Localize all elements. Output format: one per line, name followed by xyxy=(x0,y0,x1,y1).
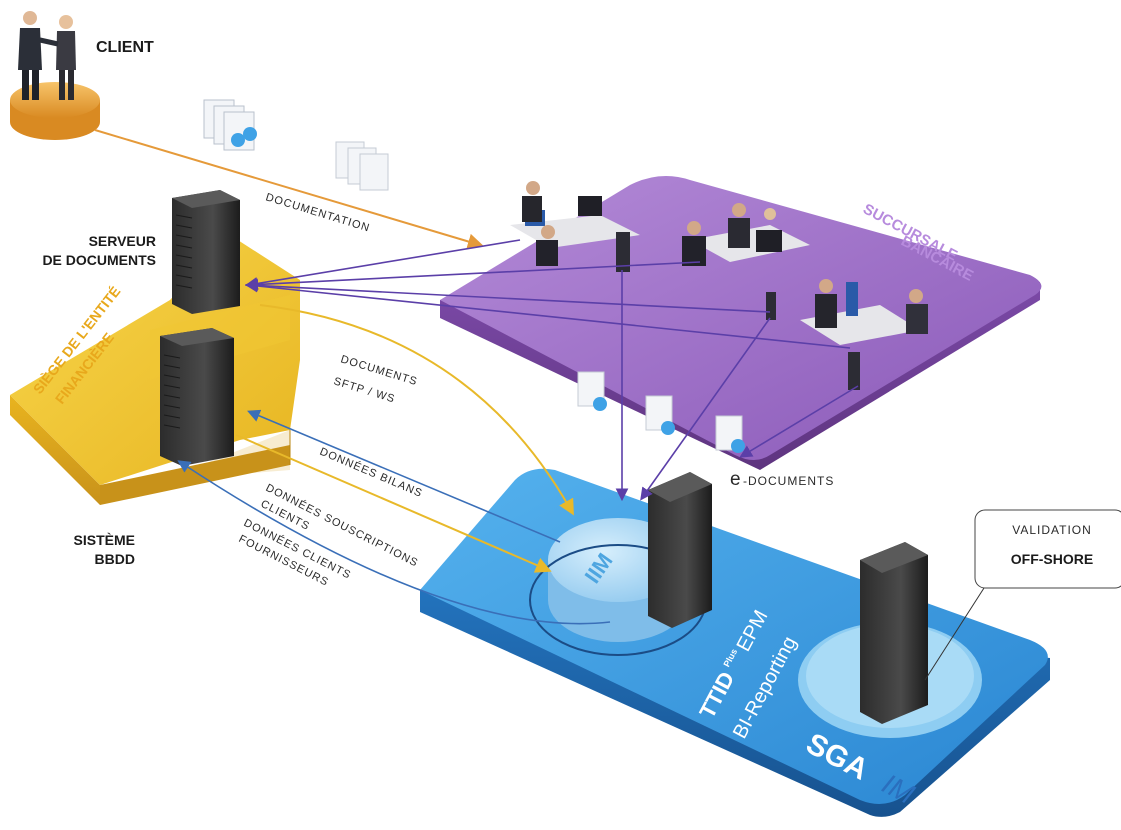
client-people-icon xyxy=(18,11,76,100)
e-documents-label: -DOCUMENTS xyxy=(743,474,834,488)
systeme-label-line2: BBDD xyxy=(95,551,135,567)
sftp-ws-label: SFTP / WS xyxy=(332,375,397,405)
serveur-label-line1: SERVEUR xyxy=(89,233,156,249)
systeme-label-line1: SISTÈME xyxy=(74,532,135,548)
documentation-label: DOCUMENTATION xyxy=(264,191,371,234)
e-document-icon xyxy=(645,395,675,435)
iim-server-icon xyxy=(648,472,712,628)
clients-fournisseurs-arrow xyxy=(177,460,611,625)
documents-sftp-arrow xyxy=(259,304,574,516)
client-label: CLIENT xyxy=(96,39,154,56)
validation-label: VALIDATION xyxy=(1012,523,1092,537)
e-documents-prefix: e xyxy=(730,469,741,490)
documentation-arrow xyxy=(94,129,484,250)
database-server-icon xyxy=(160,328,234,466)
offshore-server-icon xyxy=(860,542,928,724)
branch-to-server-arrows xyxy=(244,239,851,349)
bilans-arrow xyxy=(247,409,561,543)
office-desk-icon xyxy=(510,181,640,272)
serveur-label-line2: DE DOCUMENTS xyxy=(42,252,156,268)
e-document-icon xyxy=(577,371,607,411)
office-desk-icon xyxy=(682,203,810,266)
branch-to-iim-arrows xyxy=(615,270,859,502)
document-stack-icon xyxy=(335,141,389,191)
donnees-bilans-label: DONNÉES BILANS xyxy=(318,445,425,500)
office-desk-icon xyxy=(766,279,928,390)
souscriptions-arrow xyxy=(235,434,552,573)
validation-callout xyxy=(924,509,1121,681)
document-stack-icon xyxy=(203,99,257,151)
document-server-icon xyxy=(172,190,240,314)
e-document-icon xyxy=(715,415,745,453)
offshore-label: OFF-SHORE xyxy=(1011,551,1093,567)
